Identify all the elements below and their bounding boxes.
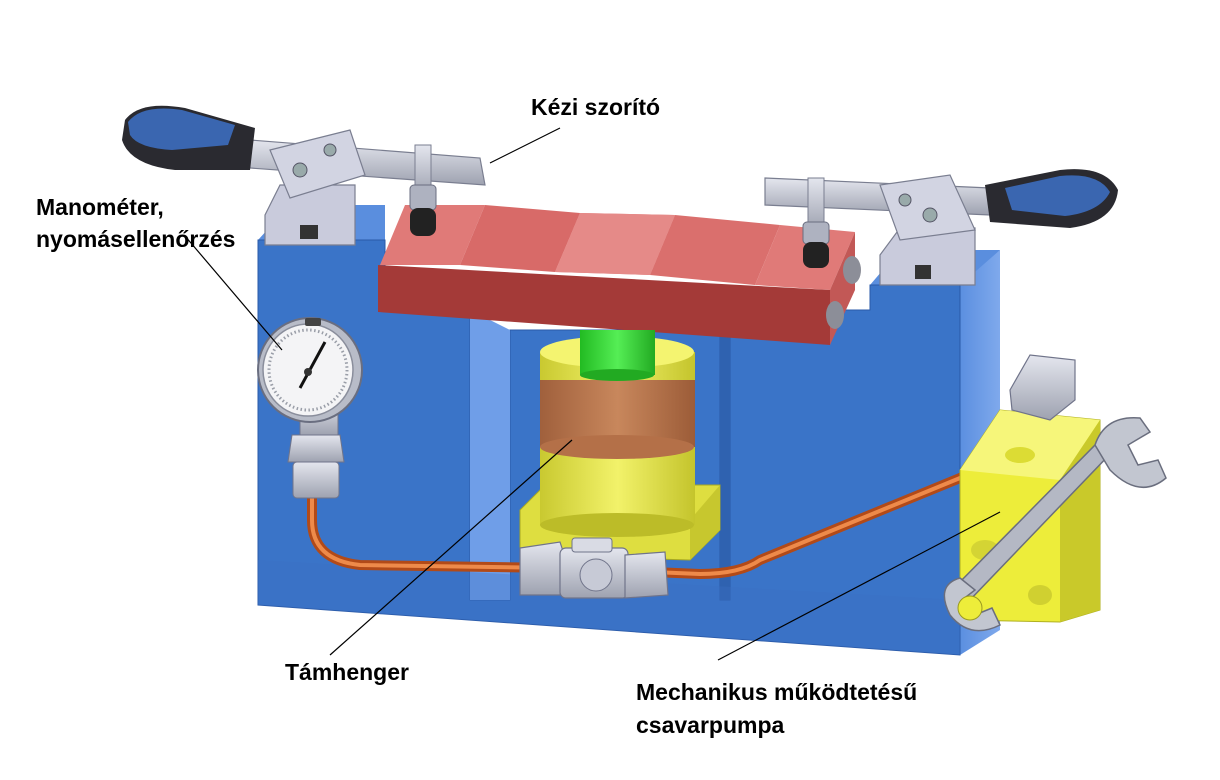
label-cylinder: Támhenger (285, 659, 409, 685)
label-gauge-line2: nyomásellenőrzés (36, 226, 236, 252)
support-cylinder (519, 330, 721, 561)
wrench-icon (943, 417, 1167, 632)
clamp-bar (378, 205, 855, 345)
locating-pins (826, 256, 861, 329)
leader-lines (184, 127, 1001, 661)
toggle-clamp-icon (122, 105, 486, 246)
label-clamp: Kézi szorító (531, 94, 661, 120)
label-pump-line2: csavarpumpa (636, 712, 785, 738)
label-pump-line1: Mechanikus működtetésű (636, 679, 918, 705)
pressure-gauge-icon (257, 317, 363, 499)
toggle-clamp-icon (764, 169, 1118, 286)
pipe-fitting (519, 537, 669, 599)
label-gauge-line1: Manométer, (36, 194, 164, 220)
